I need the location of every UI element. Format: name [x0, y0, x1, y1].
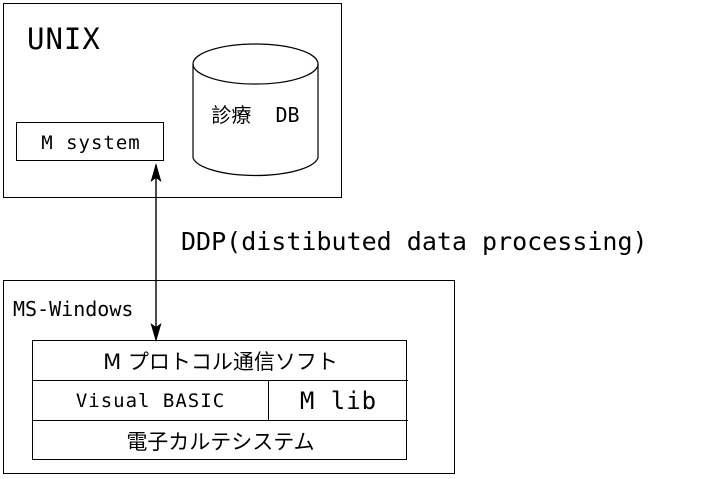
database-cylinder-icon [192, 43, 319, 179]
stack-cell-m-lib: M lib [269, 381, 408, 420]
visual-basic-label: Visual BASIC [75, 389, 226, 412]
m-lib-label: M lib [299, 386, 378, 415]
stack-row-karte: 電子カルテシステム [33, 421, 408, 461]
database-label: 診療 DB [192, 103, 319, 127]
protocol-software-label: M プロトコル通信ソフト [103, 349, 338, 374]
mswindows-container-box [3, 280, 455, 474]
stack-row-protocol: M プロトコル通信ソフト [33, 341, 408, 381]
stack-row-middle: Visual BASIC M lib [33, 381, 408, 421]
electronic-karte-label: 電子カルテシステム [126, 430, 315, 454]
m-system-label: M system [41, 131, 141, 154]
database-label-en: DB [275, 103, 300, 127]
unix-label: UNIX [27, 22, 101, 56]
software-stack-box: M プロトコル通信ソフト Visual BASIC M lib 電子カルテシステ… [32, 340, 408, 461]
database-label-jp: 診療 [211, 103, 252, 127]
ddp-connector-arrow [140, 160, 172, 345]
ddp-caption-label: DDP(distibuted data processing) [181, 227, 648, 256]
stack-cell-visual-basic: Visual BASIC [33, 381, 269, 420]
mswindows-label: MS-Windows [13, 297, 134, 321]
unix-container-box [3, 3, 342, 198]
m-system-box: M system [16, 122, 164, 161]
